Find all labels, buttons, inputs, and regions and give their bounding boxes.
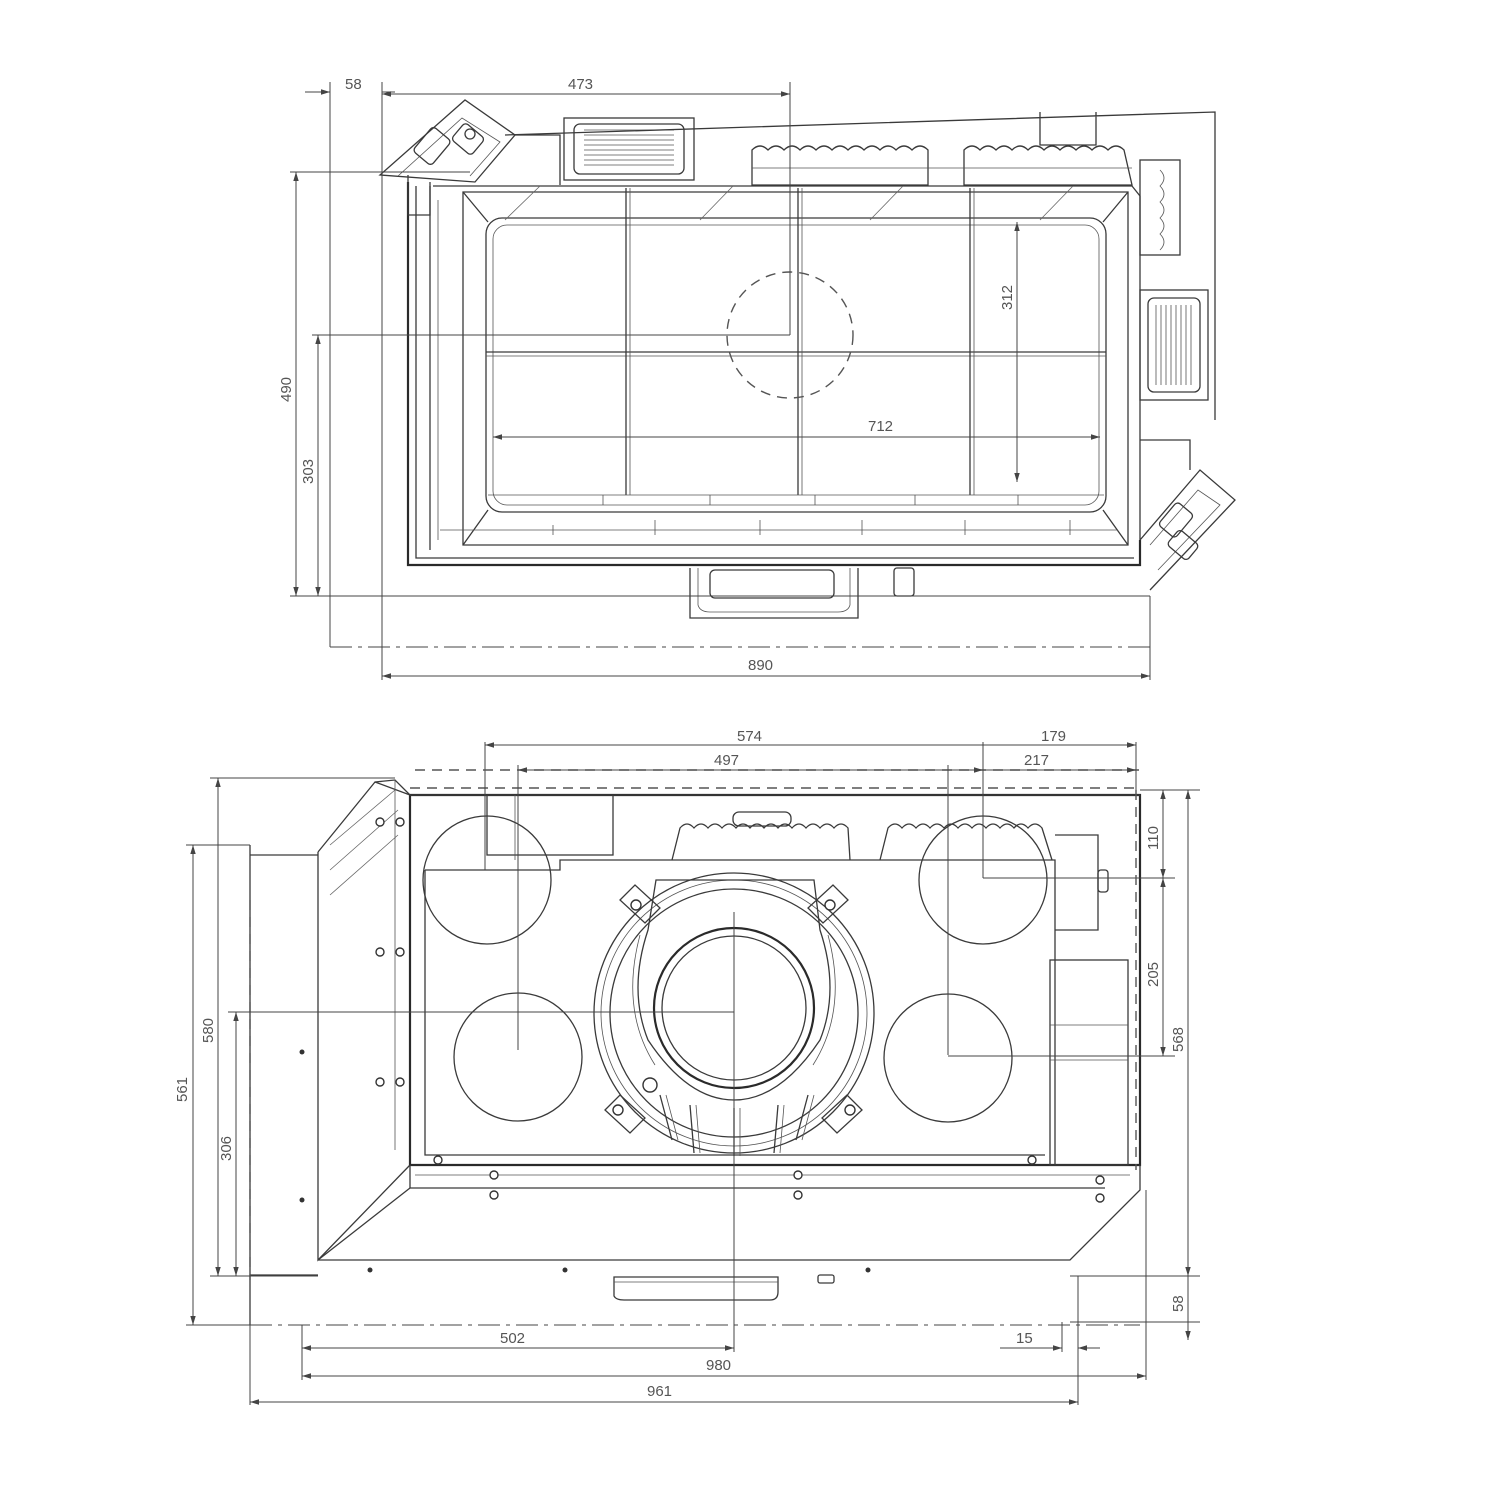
top-chimney-modules: [751, 145, 1133, 186]
dim-473: 473: [568, 76, 593, 93]
bracket-tr: [807, 884, 849, 924]
fasteners: [299, 817, 1105, 1273]
top-view-dimensions: 58 473 490 303 312 712 890: [278, 76, 1155, 680]
dim-497: 497: [714, 752, 739, 769]
bottom-right-hinge: [1139, 439, 1236, 591]
bracket-bl: [604, 1094, 646, 1134]
top-vent-left: [563, 117, 695, 181]
dim-312: 312: [999, 285, 1016, 310]
top-view-outline: [406, 182, 1142, 567]
dim-306: 306: [218, 1136, 235, 1161]
top-view: 58 473 490 303 312 712 890: [278, 76, 1236, 680]
dim-179: 179: [1041, 728, 1066, 745]
front-view: 574 179 497 217 580 561 306 110 205: [174, 728, 1200, 1405]
dim-712: 712: [868, 418, 893, 435]
dim-568: 568: [1170, 1027, 1187, 1052]
dim-502: 502: [500, 1330, 525, 1347]
dim-490: 490: [278, 377, 295, 402]
dim-217: 217: [1024, 752, 1049, 769]
dim-15: 15: [1016, 1330, 1033, 1347]
right-vent: [1139, 159, 1209, 401]
front-view-dimensions: 574 179 497 217 580 561 306 110 205: [174, 728, 1200, 1405]
door-handle: [689, 567, 915, 619]
dim-980: 980: [706, 1357, 731, 1374]
dim-205: 205: [1145, 962, 1162, 987]
dim-58-front: 58: [1170, 1295, 1187, 1312]
dim-110: 110: [1145, 826, 1162, 850]
dim-574: 574: [737, 728, 762, 745]
front-view-outline: [249, 779, 1142, 1325]
dim-961: 961: [647, 1383, 672, 1400]
dim-58-top: 58: [345, 76, 362, 93]
bracket-tl: [619, 884, 661, 924]
dim-580: 580: [200, 1018, 217, 1043]
front-door-handle: [613, 1274, 835, 1301]
dim-890: 890: [748, 657, 773, 674]
dim-303: 303: [300, 459, 317, 484]
front-view-circles: [422, 815, 1048, 1123]
bracket-br: [821, 1094, 863, 1134]
dim-561: 561: [174, 1077, 191, 1102]
